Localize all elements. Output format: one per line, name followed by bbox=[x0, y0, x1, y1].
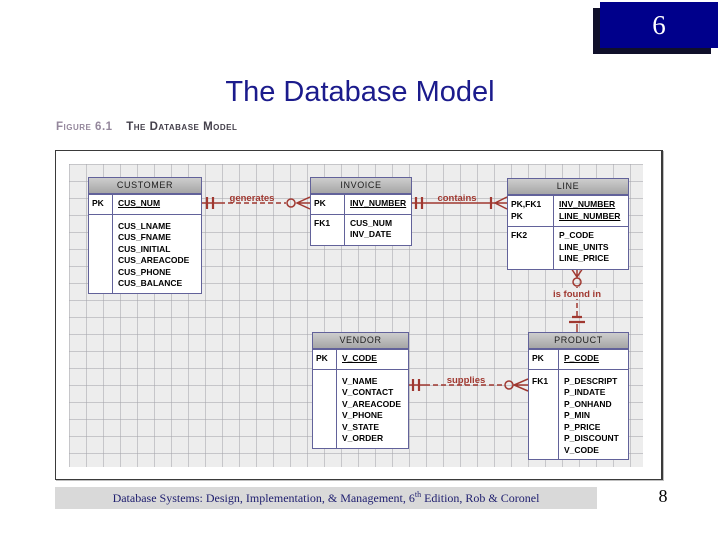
attribute-name: P_INDATE bbox=[564, 387, 606, 397]
attribute-name: CUS_NUM bbox=[118, 198, 161, 208]
entity-header: PRODUCT bbox=[529, 333, 628, 349]
page-number: 8 bbox=[658, 486, 668, 506]
attribute-column: V_CODE bbox=[337, 353, 380, 365]
footer-citation: Database Systems: Design, Implementation… bbox=[112, 489, 540, 505]
key-label: FK1 bbox=[314, 217, 331, 228]
attribute-column: INV_NUMBER bbox=[345, 198, 409, 210]
attribute-name: LINE_PRICE bbox=[559, 253, 610, 263]
attribute-name: CUS_LNAME bbox=[118, 220, 171, 231]
key-label: PK bbox=[532, 353, 544, 363]
attribute-name: V_ORDER bbox=[342, 433, 384, 443]
chapter-number-box: 6 bbox=[600, 2, 718, 48]
attribute-column: CUS_NUM bbox=[113, 198, 163, 210]
key-column: PK bbox=[311, 195, 345, 214]
entity-header: CUSTOMER bbox=[89, 178, 201, 194]
footer-citation-bar: Database Systems: Design, Implementation… bbox=[55, 487, 597, 509]
attribute-name: CUS_INITIAL bbox=[118, 243, 171, 254]
key-column: FK1 bbox=[311, 214, 345, 245]
key-label: FK2 bbox=[511, 230, 528, 240]
key-label: PK,FK1 bbox=[511, 199, 542, 209]
attribute-name: P_CODE bbox=[559, 230, 594, 240]
attribute-name: CUS_FNAME bbox=[118, 232, 171, 242]
chapter-number: 6 bbox=[652, 9, 666, 40]
attribute-name: P_CODE bbox=[564, 353, 599, 363]
entity-section: PK INV_NUMBER bbox=[311, 194, 411, 214]
slide-title: The Database Model bbox=[225, 76, 495, 108]
entity-section: PK CUS_NUM bbox=[89, 194, 201, 214]
key-column: FK1 bbox=[529, 369, 559, 459]
attribute-name: P_PRICE bbox=[564, 421, 601, 432]
attribute-name: V_NAME bbox=[342, 375, 378, 386]
key-label: PK bbox=[511, 210, 523, 221]
attribute-name: INV_NUMBER bbox=[559, 199, 616, 209]
entity-header: LINE bbox=[508, 179, 628, 195]
key-label: FK1 bbox=[532, 375, 549, 386]
key-column: PK bbox=[313, 350, 337, 369]
attribute-name: P_MIN bbox=[564, 410, 590, 420]
key-column bbox=[313, 369, 337, 448]
attribute-name: CUS_BALANCE bbox=[118, 278, 183, 288]
key-label: PK bbox=[314, 198, 326, 208]
key-column: FK2 bbox=[508, 227, 554, 269]
key-column: PK bbox=[89, 195, 113, 214]
attribute-name: V_AREACODE bbox=[342, 398, 402, 409]
attribute-name: INV_DATE bbox=[350, 229, 392, 239]
attribute-name: V_CODE bbox=[564, 444, 599, 455]
figure-caption: Figure 6.1 The Database Model bbox=[56, 121, 237, 133]
attribute-name: V_CONTACT bbox=[342, 387, 394, 397]
attribute-name: INV_NUMBER bbox=[350, 198, 407, 208]
attribute-name: V_STATE bbox=[342, 421, 379, 432]
attribute-name: CUS_PHONE bbox=[118, 266, 171, 277]
attribute-name: P_DISCOUNT bbox=[564, 433, 619, 443]
attribute-name: LINE_NUMBER bbox=[559, 210, 621, 221]
entity-section: PK V_CODE bbox=[313, 349, 408, 369]
attribute-column: P_CODE bbox=[559, 353, 602, 365]
entity-header: VENDOR bbox=[313, 333, 408, 349]
figure-caption-title: The Database Model bbox=[126, 121, 238, 133]
entity-header: INVOICE bbox=[311, 178, 411, 194]
figure-label: Figure 6.1 bbox=[56, 121, 113, 133]
attribute-name: V_CODE bbox=[342, 353, 377, 363]
attribute-name: CUS_AREACODE bbox=[118, 255, 190, 265]
key-label: PK bbox=[316, 353, 328, 363]
key-column: PK bbox=[529, 350, 559, 369]
attribute-name: V_PHONE bbox=[342, 410, 383, 420]
entity-section: PK P_CODE bbox=[529, 349, 628, 369]
attribute-name: LINE_UNITS bbox=[559, 241, 609, 252]
attribute-name: P_DESCRIPT bbox=[564, 375, 618, 386]
key-column bbox=[89, 214, 113, 293]
attribute-name: P_ONHAND bbox=[564, 398, 612, 409]
attribute-name: CUS_NUM bbox=[350, 217, 393, 228]
key-label: PK bbox=[92, 198, 104, 208]
